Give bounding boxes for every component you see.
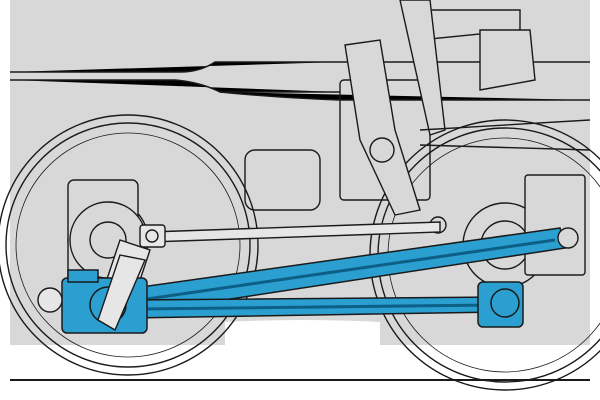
coupling-rod-web: [139, 303, 496, 311]
crosshead-guide: [524, 174, 586, 276]
body-outline: [10, 61, 340, 93]
eccentric-crank-block: [139, 224, 166, 248]
big-end-bolts: [67, 269, 99, 283]
left-pin-ring: [37, 287, 63, 313]
right-crank-pin: [490, 288, 520, 318]
connecting-rod-web: [139, 238, 556, 302]
frame-panel-left: [244, 149, 321, 211]
rod-end-pin: [557, 227, 579, 249]
return-crank-front: [97, 254, 146, 332]
lower-right-clearance: [10, 345, 590, 400]
reversing-linkage: [344, 0, 591, 234]
